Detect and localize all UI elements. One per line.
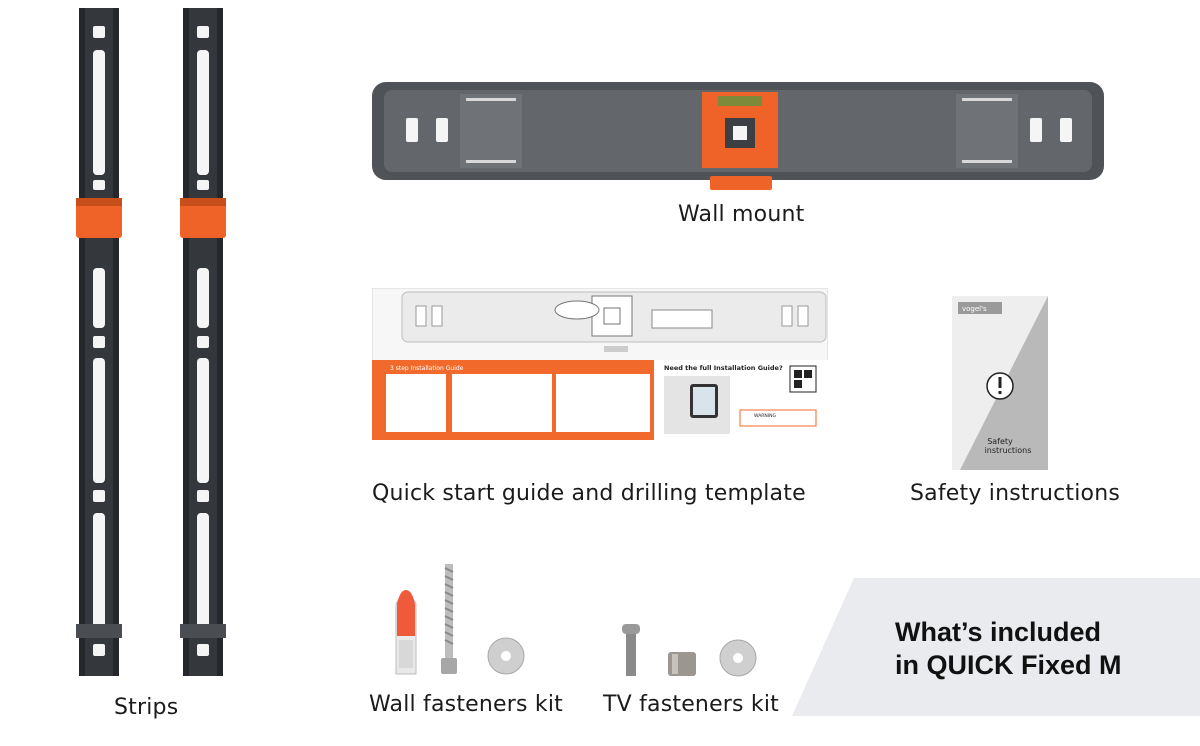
guide-full-title: Need the full Installation Guide?: [664, 364, 783, 372]
banner-line-2: in QUICK Fixed M: [895, 650, 1122, 680]
safety-card-line1: Safety: [987, 437, 1013, 446]
caption-quick-start: Quick start guide and drilling template: [372, 481, 806, 506]
caption-safety: Safety instructions: [910, 481, 1120, 506]
banner-line-1: What’s included: [895, 617, 1102, 647]
banner-title: What’s included in QUICK Fixed M: [895, 616, 1122, 682]
safety-card-line2: instructions: [985, 446, 1032, 455]
strip-left: [76, 8, 122, 676]
quick-start-guide-template: 3 step Installation Guide Need the full …: [372, 288, 828, 440]
guide-step-title: 3 step Installation Guide: [390, 365, 464, 372]
wall-fasteners-kit-image: [395, 564, 525, 675]
caption-tv-fasteners: TV fasteners kit: [603, 692, 779, 717]
guide-warning: WARNING: [754, 413, 776, 419]
wall-mount-bracket: [372, 82, 1104, 190]
caption-wall-fasteners: Wall fasteners kit: [369, 692, 563, 717]
title-banner: [792, 578, 1200, 716]
caption-wall-mount: Wall mount: [678, 202, 805, 227]
safety-instructions-card: vogel's Safety instructions: [952, 296, 1048, 470]
strip-right: [180, 8, 226, 676]
tv-fasteners-kit-image: [622, 624, 757, 677]
caption-strips: Strips: [114, 695, 179, 720]
safety-card-brand: vogel's: [962, 305, 987, 313]
